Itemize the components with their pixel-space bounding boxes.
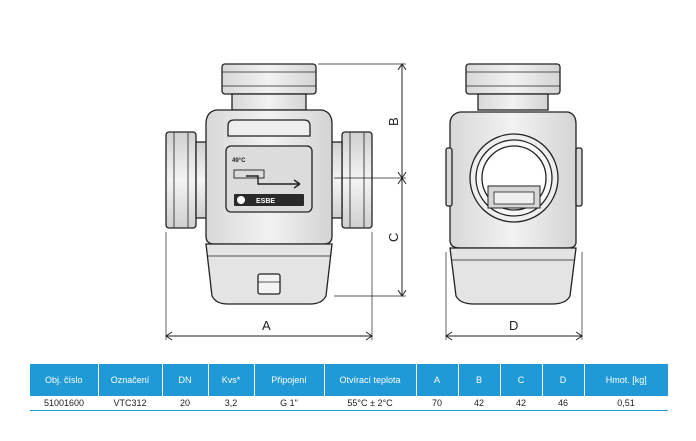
cell-c: 42 — [500, 396, 542, 411]
header-a: A — [416, 364, 459, 396]
front-handle — [227, 119, 311, 137]
front-label-graphics: 49°C ESBE — [232, 158, 304, 206]
cell-designation: VTC312 — [98, 396, 162, 411]
header-weight: Hmot. [kg] — [584, 364, 668, 396]
header-connection: Připojení — [254, 364, 325, 396]
dim-label-d: D — [509, 318, 518, 333]
cell-kvs: 3,2 — [208, 396, 254, 411]
table-row: 51001600 VTC312 20 3,2 G 1" 55°C ± 2°C 7… — [30, 396, 668, 411]
front-left-port — [165, 131, 197, 229]
header-c: C — [500, 364, 543, 396]
dim-label-c: C — [386, 233, 401, 242]
cell-weight: 0,51 — [584, 396, 668, 411]
cell-connection: G 1" — [254, 396, 324, 411]
flow-arrow-icon — [246, 175, 301, 189]
brand-logo-text: ESBE — [256, 198, 275, 205]
dim-label-a: A — [262, 318, 271, 333]
cell-dn: 20 — [162, 396, 208, 411]
spec-table: Obj. číslo Označení DN Kvs* Připojení Ot… — [30, 364, 668, 411]
cell-d: 46 — [542, 396, 584, 411]
header-opening-temperature: Otvírací teplota — [324, 364, 417, 396]
header-d: D — [542, 364, 585, 396]
spec-table-header-row: Obj. číslo Označení DN Kvs* Připojení Ot… — [30, 364, 668, 396]
brand-logo — [234, 194, 304, 206]
header-b: B — [458, 364, 501, 396]
side-top-port — [465, 63, 561, 95]
cell-a: 70 — [416, 396, 458, 411]
header-designation: Označení — [98, 364, 163, 396]
dimension-labels: A D B C — [262, 117, 518, 333]
cell-b: 42 — [458, 396, 500, 411]
side-view — [445, 63, 583, 305]
valve-drawing: 49°C ESBE — [165, 63, 583, 341]
front-right-port — [341, 131, 373, 229]
front-top-port — [221, 63, 317, 95]
dim-label-b: B — [386, 117, 401, 126]
side-top-neck — [477, 93, 549, 111]
cell-object-number: 51001600 — [30, 396, 98, 411]
front-bottom-tab — [257, 273, 281, 295]
header-dn: DN — [162, 364, 209, 396]
front-top-neck — [231, 93, 307, 111]
dimensions — [165, 63, 583, 341]
header-object-number: Obj. číslo — [30, 364, 99, 396]
knob-temperature-label: 49°C — [232, 158, 246, 164]
header-kvs: Kvs* — [208, 364, 255, 396]
side-lower-skirt — [449, 247, 577, 305]
cell-opening-temperature: 55°C ± 2°C — [324, 396, 416, 411]
